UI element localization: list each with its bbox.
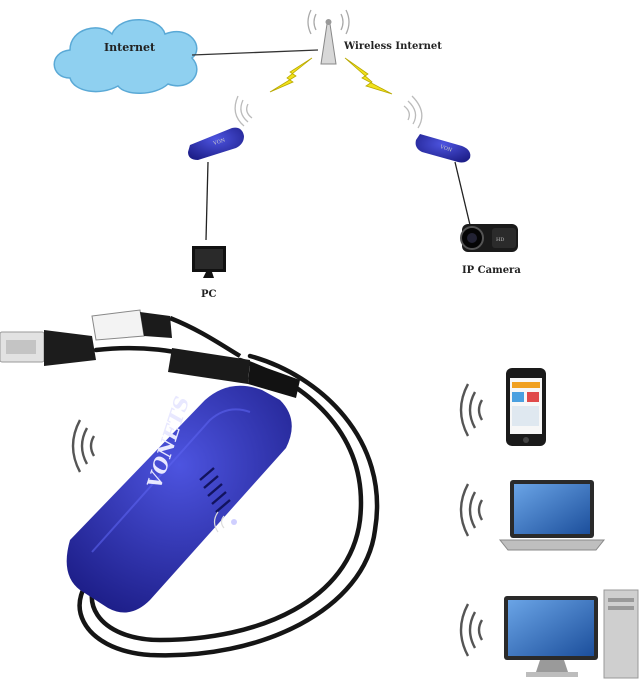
internet-cloud-label: Internet — [104, 41, 156, 54]
desktop-computer-icon — [504, 589, 639, 679]
small-adapter-left: VON — [188, 127, 244, 160]
cloud-icon — [53, 19, 198, 94]
wifi-waves-icon — [234, 95, 253, 127]
usb-plug-icon — [0, 330, 96, 366]
wifi-waves-icon — [71, 419, 96, 473]
link-line — [191, 49, 319, 56]
monitor-icon — [192, 246, 226, 278]
wifi-waves-icon — [459, 383, 484, 437]
wireless-internet-label: Wireless Internet — [344, 41, 442, 52]
small-adapter-right: VON — [415, 134, 471, 163]
pc-label: PC — [201, 289, 217, 300]
wifi-waves-icon — [459, 603, 484, 657]
svg-text:VON: VON — [438, 144, 453, 154]
antenna-tower-icon — [307, 9, 350, 65]
main-wifi-adapter: VONETS — [66, 385, 292, 613]
lightning-icon — [344, 57, 393, 95]
lightning-icon — [269, 57, 313, 93]
svg-text:VON: VON — [212, 137, 227, 147]
camcorder-icon: HD — [460, 224, 518, 252]
svg-text:HD: HD — [496, 237, 504, 243]
pc-cable — [205, 161, 209, 241]
smartphone-icon — [506, 368, 546, 446]
laptop-icon — [498, 480, 606, 551]
barrel-connector — [168, 348, 300, 398]
camera-cable — [454, 161, 471, 226]
wifi-waves-icon — [459, 483, 484, 537]
rj45-plug-icon — [91, 309, 242, 358]
ip-camera-label: IP Camera — [462, 265, 521, 276]
wifi-waves-icon — [403, 95, 423, 129]
